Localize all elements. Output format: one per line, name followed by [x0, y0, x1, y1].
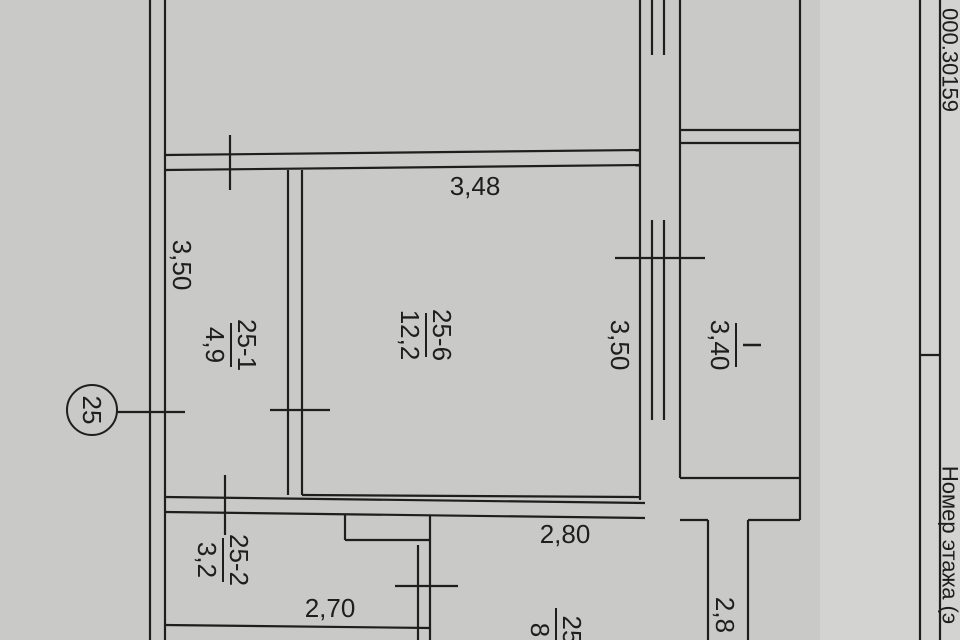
room-id: I: [737, 341, 767, 348]
dimension-label: 2,8: [710, 597, 740, 633]
dimension-label: 3,50: [605, 320, 635, 371]
room-25-2: 25-2 3,2: [192, 534, 254, 586]
floor-number-label: Номер этажа (э: [938, 466, 960, 624]
cadastral-code: 000.30159: [938, 8, 960, 112]
room-area: 4,9: [200, 327, 230, 363]
dimension-label: 2,80: [540, 519, 591, 549]
room-area: 8: [525, 623, 555, 637]
room-id: 25-2: [224, 534, 254, 586]
dimension-label: 2,70: [305, 593, 356, 623]
room-area: 3,2: [192, 542, 222, 578]
room-id: 25-6: [427, 309, 457, 361]
room-id: 25: [557, 616, 587, 640]
room-25: 25 8: [525, 608, 587, 640]
room-I: I 3,40: [705, 320, 767, 371]
room-25-6: 25-6 12,2: [395, 309, 457, 361]
dimension-label: 3,50: [167, 240, 197, 291]
axis-label: 25: [77, 396, 107, 425]
axis-marker: 25: [66, 384, 185, 436]
room-id: 25-1: [232, 319, 262, 371]
room-area: 3,40: [705, 320, 735, 371]
room-area: 12,2: [395, 310, 425, 361]
walls: [148, 0, 942, 640]
dimension-label: 3,48: [450, 171, 501, 201]
room-25-1: 25-1 4,9: [200, 319, 262, 371]
